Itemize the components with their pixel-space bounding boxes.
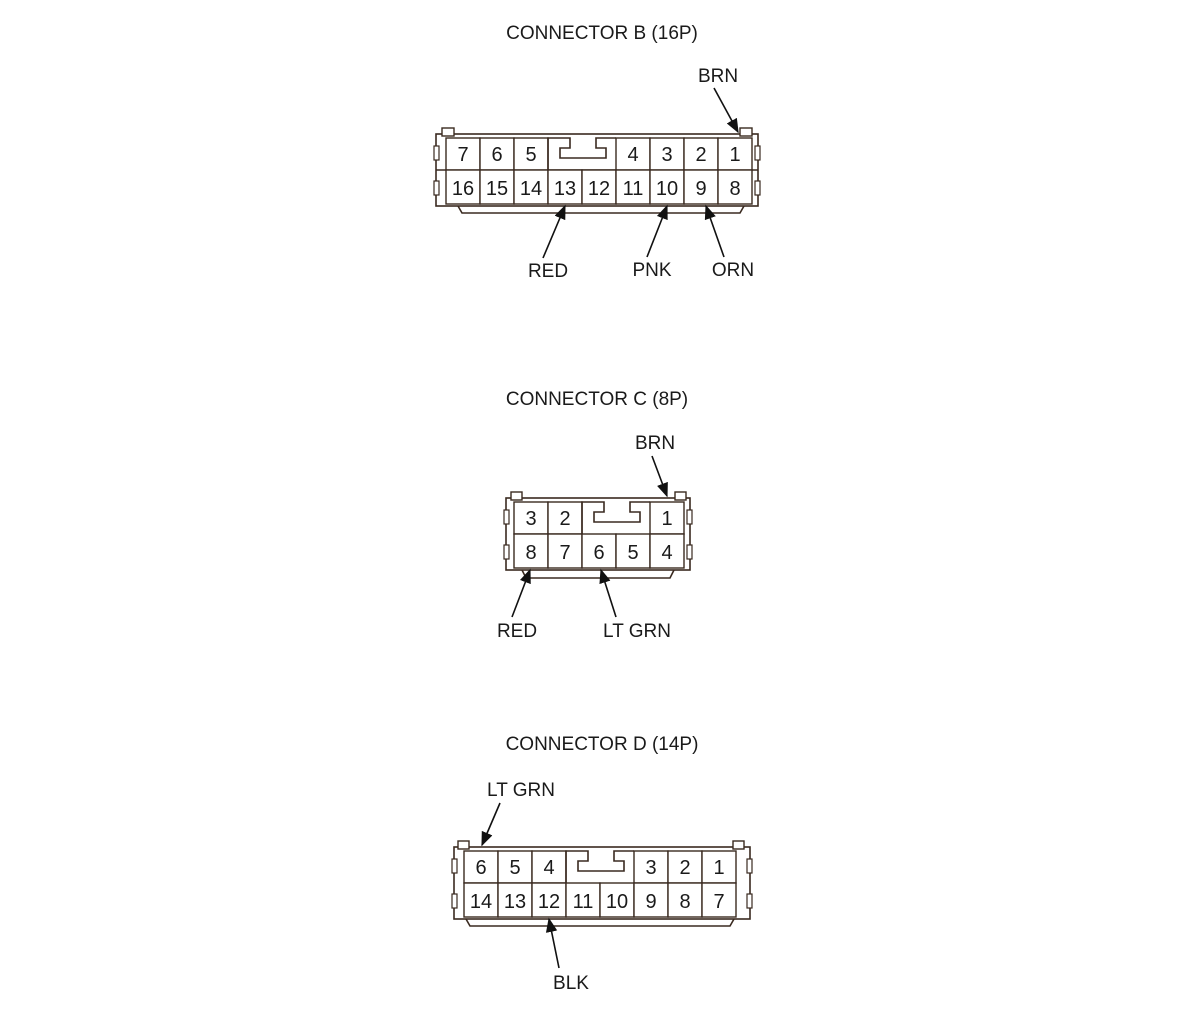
connector-c-pin-labels: 3 2 1 8 7 6 5 4: [525, 508, 672, 564]
pin-label: 2: [695, 144, 706, 166]
pin-label: 8: [525, 542, 536, 564]
leader-arrow: [651, 455, 668, 498]
pin-label: 7: [457, 144, 468, 166]
pin-label: 9: [695, 178, 706, 200]
pin-label: 10: [606, 891, 628, 913]
wire-label-blk: BLK: [553, 973, 589, 994]
connector-c-wire-callouts: BRN RED LT GRN: [497, 433, 675, 642]
pin-label: 8: [679, 891, 690, 913]
connector-d-pin-labels: 6 5 4 3 2 1 14 13 12 11 10 9 8 7: [470, 857, 725, 913]
leader-arrow: [545, 917, 560, 969]
wire-label-brn: BRN: [698, 66, 738, 87]
pin-label: 7: [713, 891, 724, 913]
pin-label: 1: [713, 857, 724, 879]
connector-d-cells: [463, 850, 737, 918]
leader-arrow: [481, 802, 501, 847]
pin-label: 6: [491, 144, 502, 166]
pin-label: 4: [661, 542, 672, 564]
pin-label: 10: [656, 178, 678, 200]
pin-label: 16: [452, 178, 474, 200]
pin-label: 2: [679, 857, 690, 879]
pin-label: 3: [645, 857, 656, 879]
pin-label: 9: [645, 891, 656, 913]
wire-label-brn: BRN: [635, 433, 675, 454]
leader-arrow: [646, 204, 668, 258]
pin-label: 7: [559, 542, 570, 564]
leader-arrow: [599, 568, 617, 618]
connector-b-pin-labels: 7 6 5 4 3 2 1 16 15 14 13 12 11 10 9 8: [452, 144, 741, 200]
pin-label: 15: [486, 178, 508, 200]
wire-label-red: RED: [497, 621, 537, 642]
pin-label: 1: [729, 144, 740, 166]
leader-arrow: [542, 204, 566, 259]
connector-d: CONNECTOR D (14P): [451, 734, 753, 994]
pin-label: 6: [475, 857, 486, 879]
connector-b-title: CONNECTOR B (16P): [506, 23, 698, 44]
connector-d-title: CONNECTOR D (14P): [506, 734, 699, 755]
pin-label: 12: [538, 891, 560, 913]
pin-label: 2: [559, 508, 570, 530]
connector-b: CONNECTOR B (16P): [433, 23, 761, 282]
wire-label-lt-grn: LT GRN: [487, 780, 555, 801]
leader-arrow: [704, 204, 725, 258]
pin-label: 12: [588, 178, 610, 200]
pin-label: 11: [573, 891, 594, 913]
pin-label: 8: [729, 178, 740, 200]
pin-label: 1: [661, 508, 672, 530]
connector-c-title: CONNECTOR C (8P): [506, 389, 688, 410]
pin-label: 5: [509, 857, 520, 879]
pin-label: 4: [543, 857, 554, 879]
connector-b-wire-callouts: BRN RED PNK ORN: [528, 66, 754, 282]
pin-label: 5: [525, 144, 536, 166]
pin-label: 13: [554, 178, 576, 200]
pin-label: 14: [470, 891, 492, 913]
pin-label: 3: [525, 508, 536, 530]
leader-arrow: [511, 568, 531, 618]
pin-label: 13: [504, 891, 526, 913]
wire-label-pnk: PNK: [632, 260, 671, 281]
connector-d-wire-callouts: LT GRN BLK: [481, 780, 589, 994]
pin-label: 5: [627, 542, 638, 564]
wire-label-red: RED: [528, 261, 568, 282]
pin-label: 11: [623, 178, 644, 200]
connector-c: CONNECTOR C (8P) 3 2 1 8: [497, 389, 693, 642]
wire-label-lt-grn: LT GRN: [603, 621, 671, 642]
wire-label-orn: ORN: [712, 260, 754, 281]
pin-label: 14: [520, 178, 542, 200]
pin-label: 6: [593, 542, 604, 564]
connector-b-cells: [445, 137, 753, 205]
connector-c-cells: [513, 501, 685, 569]
pin-label: 4: [627, 144, 638, 166]
leader-arrow: [713, 87, 739, 134]
pin-label: 3: [661, 144, 672, 166]
